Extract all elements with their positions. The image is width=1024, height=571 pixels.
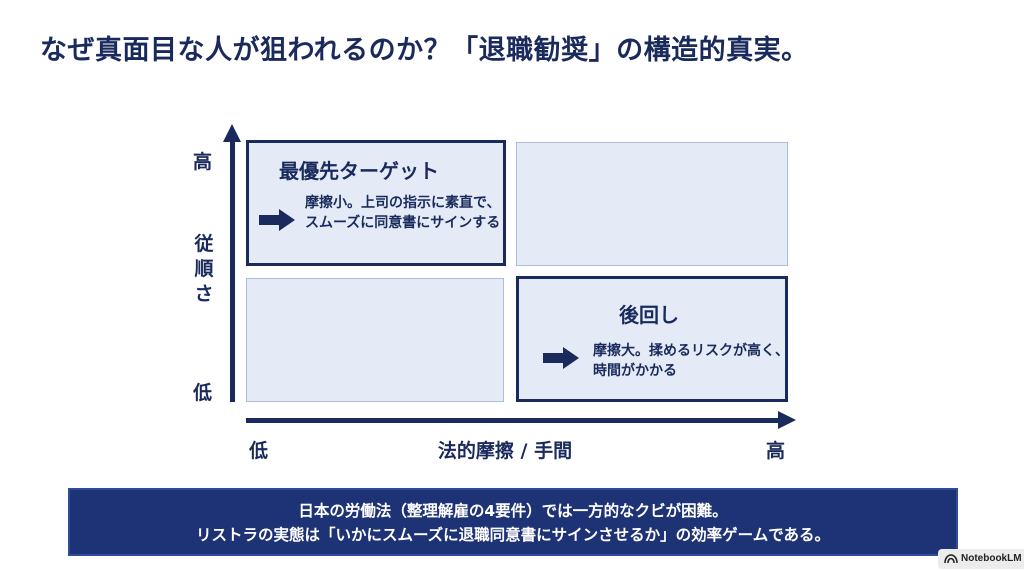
x-axis-high-label: 高: [766, 440, 786, 462]
summary-line-1: 日本の労働法（整理解雇の4要件）では一方的なクビが困難。: [298, 502, 728, 520]
arrow-right-icon: [259, 209, 295, 231]
quadrant-description: 摩擦大。揉めるリスクが高く、時間がかかる: [593, 343, 789, 379]
x-axis-title: 法的摩擦 / 手間: [437, 440, 573, 462]
notebooklm-badge: NotebookLM: [938, 549, 1024, 569]
y-axis-low-label: 低: [193, 382, 213, 404]
quadrant-bottom-left: [246, 278, 504, 402]
y-axis-arrowhead: [223, 124, 241, 142]
summary-line-2: リストラの実態は「いかにスムーズに退職同意書にサインさせるか」の効率ゲームである…: [195, 526, 831, 544]
summary-box: 日本の労働法（整理解雇の4要件）では一方的なクビが困難。 リストラの実態は「いか…: [68, 488, 958, 556]
y-axis-title: 従順さ: [194, 233, 214, 305]
x-axis: [246, 418, 780, 423]
arrow-right-icon: [543, 347, 579, 369]
y-axis-high-label: 高: [193, 151, 213, 173]
x-axis-low-label: 低: [249, 440, 269, 462]
y-axis: [230, 140, 235, 402]
quadrant-description: 摩擦小。上司の指示に素直で、スムーズに同意書にサインする: [305, 195, 501, 231]
quadrant-bottom-right: 後回し 摩擦大。揉めるリスクが高く、時間がかかる: [516, 276, 789, 402]
quadrant-top-left: 最優先ターゲット 摩擦小。上司の指示に素直で、スムーズに同意書にサインする: [246, 140, 506, 266]
notebooklm-logo-icon: [944, 554, 958, 564]
quadrant-title: 後回し: [619, 303, 679, 327]
x-axis-arrowhead: [778, 411, 796, 429]
quadrant-top-right: [516, 142, 788, 266]
quadrant-title: 最優先ターゲット: [279, 159, 439, 183]
slide-title: なぜ真面目な人が狙われるのか？「退職勧奨」の構造的真実。: [40, 35, 809, 66]
badge-label: NotebookLM: [961, 553, 1022, 564]
